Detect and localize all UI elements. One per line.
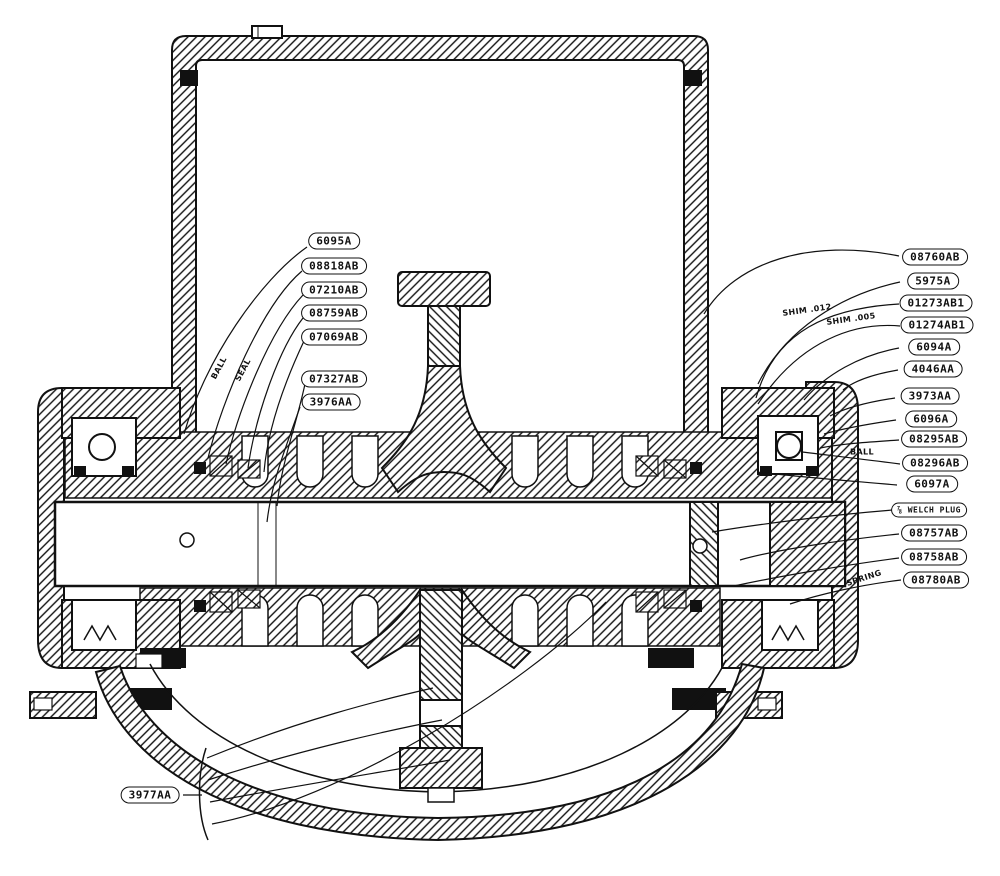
part-callout-welch-plug: ⅞ WELCH PLUG xyxy=(891,502,967,518)
roller-bearings xyxy=(194,455,702,613)
top-housing xyxy=(171,25,709,441)
annotation-ball-right: BALL xyxy=(849,447,875,457)
drive-shaft xyxy=(53,500,847,588)
part-callout: 07069AB xyxy=(301,328,367,346)
lower-shaft xyxy=(350,586,532,803)
part-callout: 08759AB xyxy=(301,304,367,322)
part-callout: 01274AB1 xyxy=(900,316,974,334)
part-callout: 5975A xyxy=(907,272,959,290)
impeller xyxy=(380,271,508,494)
part-callout: 4046AA xyxy=(903,360,963,378)
part-callout: 08296AB xyxy=(902,454,968,472)
part-callout: 6097A xyxy=(906,475,958,493)
part-callout: 08295AB xyxy=(901,430,967,448)
part-callout: 01273AB1 xyxy=(899,294,973,312)
part-callout: 3973AA xyxy=(900,387,960,405)
leader-lines xyxy=(183,246,902,841)
part-callout: 6094A xyxy=(908,338,960,356)
part-callout: 08758AB xyxy=(901,548,967,566)
part-callout: 08780AB xyxy=(903,571,969,589)
part-callout: 6095A xyxy=(308,232,360,250)
part-callout: 08760AB xyxy=(902,248,968,266)
part-callout: 07327AB xyxy=(301,370,367,388)
part-callout: 08757AB xyxy=(901,524,967,542)
part-callout: 3977AA xyxy=(120,786,180,804)
part-callout: 3976AA xyxy=(301,393,361,411)
part-callout: 6096A xyxy=(905,410,957,428)
part-callout: 08818AB xyxy=(301,257,367,275)
part-callout: 07210AB xyxy=(301,281,367,299)
